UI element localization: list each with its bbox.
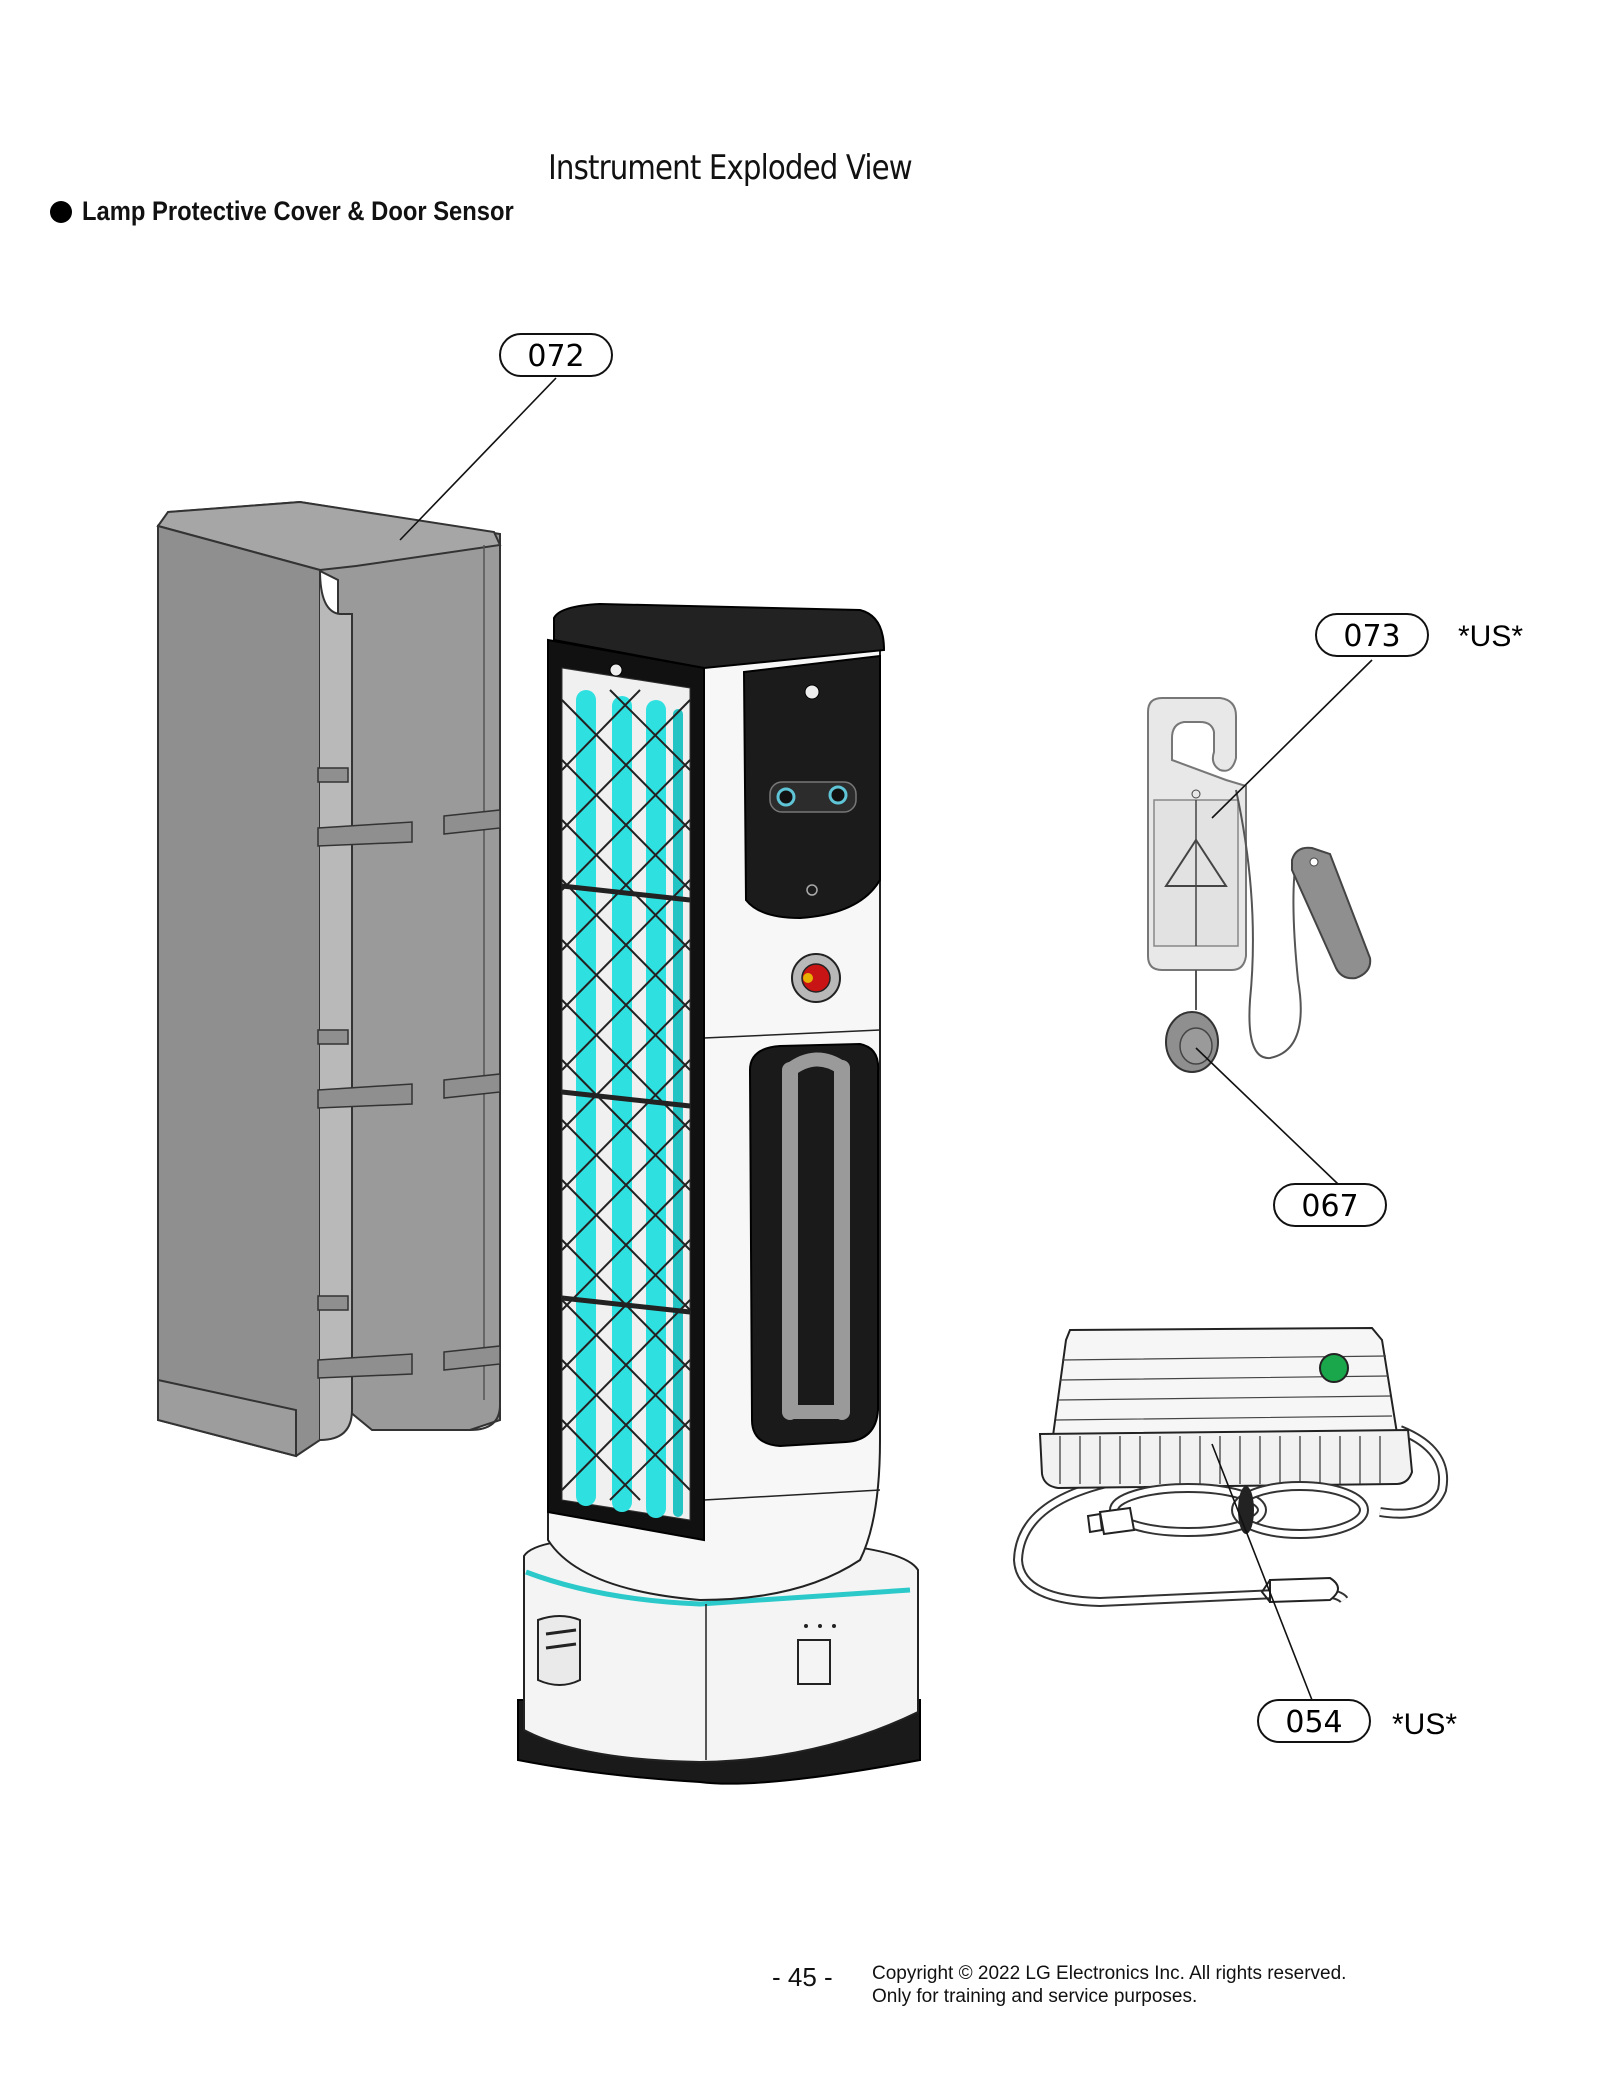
leader-line-054 [1211, 1443, 1313, 1701]
callout-072: 072 [499, 333, 613, 377]
callout-067: 067 [1273, 1183, 1387, 1227]
region-label: *US* [1392, 1708, 1457, 1741]
lamp-guard-mesh [561, 689, 691, 1501]
leader-line-072 [399, 377, 557, 541]
bullet-icon [50, 200, 72, 223]
page-number: - 45 - [772, 1962, 833, 1992]
leader-line-073 [1211, 659, 1373, 819]
lamp-protective-cover [156, 500, 502, 1458]
callout-054: 054 *US* [1257, 1699, 1457, 1743]
usage-line: Only for training and service purposes. [872, 1986, 1198, 2007]
region-label: *US* [1458, 620, 1523, 653]
callout-label: 054 [1285, 1705, 1342, 1740]
callout-073: 073 *US* [1315, 613, 1523, 657]
disinfection-robot-body [517, 602, 921, 1785]
leader-line-067 [1195, 1047, 1339, 1185]
section-title: Lamp Protective Cover & Door Sensor [82, 196, 514, 226]
copyright-notice: Copyright © 2022 LG Electronics Inc. All… [872, 1962, 1346, 2008]
copyright-line: Copyright © 2022 LG Electronics Inc. All… [872, 1963, 1347, 1984]
page-title: Instrument Exploded View [548, 148, 913, 188]
door-sensor-hanger [1147, 697, 1372, 1073]
battery-charger [1012, 1326, 1449, 1608]
callout-label: 073 [1343, 619, 1400, 654]
section-heading: Lamp Protective Cover & Door Sensor [50, 196, 573, 227]
callout-label: 067 [1301, 1189, 1358, 1224]
callout-label: 072 [527, 339, 584, 374]
